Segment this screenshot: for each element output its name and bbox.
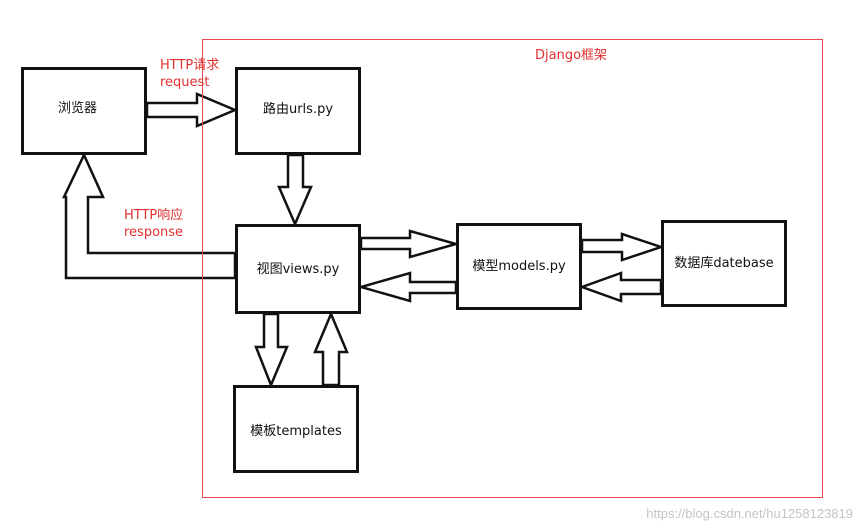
browser-label: 浏览器 bbox=[58, 100, 98, 116]
browser-node: 浏览器 bbox=[21, 67, 147, 155]
urls-node: 路由urls.py bbox=[235, 67, 361, 155]
watermark-text: https://blog.csdn.net/hu1258123819 bbox=[646, 506, 853, 521]
http-response-note: HTTP响应 response bbox=[124, 207, 183, 241]
django-framework-label: Django框架 bbox=[535, 48, 608, 63]
templates-node: 模板templates bbox=[233, 385, 359, 473]
http-request-note: HTTP请求 request bbox=[160, 57, 219, 91]
arrow-models-to-database bbox=[580, 232, 665, 262]
database-label: 数据库datebase bbox=[674, 256, 774, 271]
templates-label: 模板templates bbox=[250, 423, 342, 439]
views-node: 视图views.py bbox=[235, 224, 361, 314]
django-framework-frame bbox=[202, 39, 823, 498]
arrow-views-to-browser bbox=[62, 152, 237, 280]
models-label: 模型models.py bbox=[472, 259, 566, 274]
http-request-subtitle: request bbox=[160, 75, 210, 90]
arrow-browser-to-urls bbox=[145, 92, 239, 128]
models-node: 模型models.py bbox=[456, 223, 582, 310]
arrow-views-to-templates bbox=[254, 312, 289, 389]
urls-label: 路由urls.py bbox=[262, 101, 334, 117]
arrow-templates-to-views bbox=[313, 310, 349, 387]
http-request-title: HTTP请求 bbox=[160, 58, 220, 73]
arrow-models-to-views bbox=[356, 271, 458, 303]
http-response-title: HTTP响应 bbox=[124, 208, 184, 223]
arrow-urls-to-views bbox=[277, 153, 313, 228]
database-node: 数据库datebase bbox=[661, 220, 787, 307]
views-label: 视图views.py bbox=[256, 261, 340, 277]
arrow-database-to-models bbox=[578, 271, 663, 303]
http-response-subtitle: response bbox=[124, 225, 184, 240]
arrow-views-to-models bbox=[359, 229, 461, 259]
